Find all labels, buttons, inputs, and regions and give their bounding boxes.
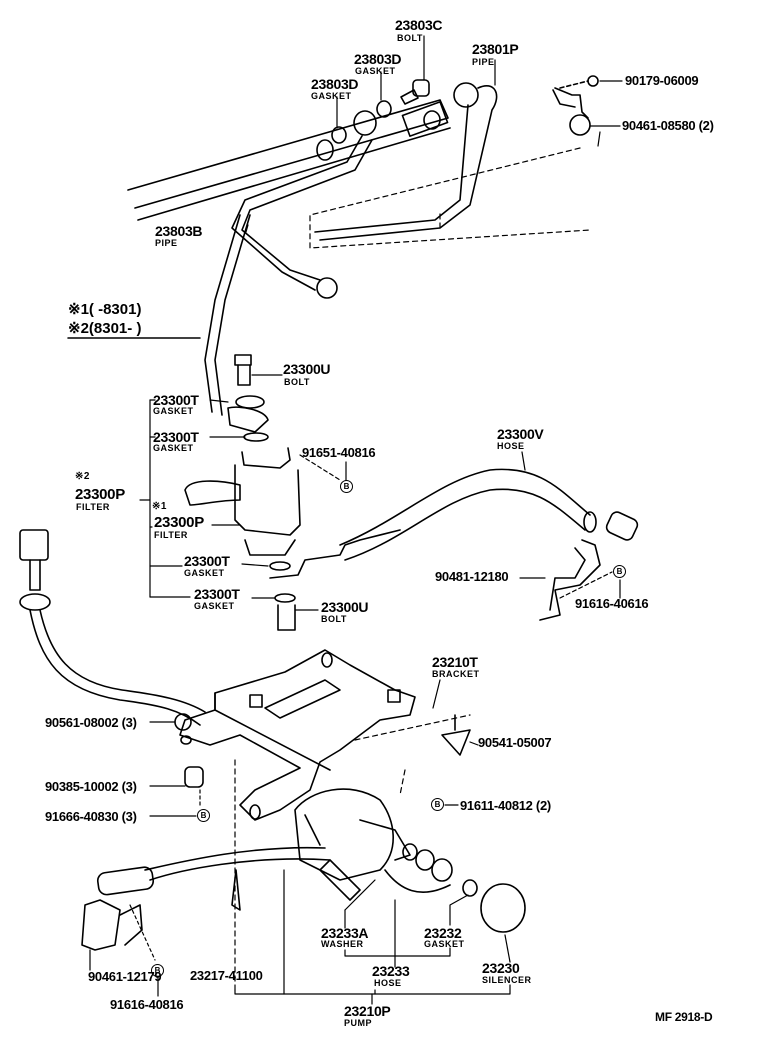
part-name: GASKET (194, 601, 235, 611)
part-number: 23300U (321, 599, 369, 615)
part-number: 23300T (194, 586, 240, 602)
part-name: GASKET (355, 66, 396, 76)
part-number: 23801P (472, 41, 519, 57)
part-number: 90385-10002 (3) (45, 779, 137, 794)
part-name: BRACKET (432, 669, 480, 679)
part-number: 23210T (432, 654, 478, 670)
pipe-23803b (204, 135, 373, 416)
filter-assembly (184, 354, 401, 631)
part-number: 23803D (311, 76, 359, 92)
part-number: 91666-40830 (3) (45, 809, 137, 824)
leader-lines-top (245, 35, 623, 233)
screw-90541 (441, 714, 471, 756)
part-name: BOLT (284, 377, 310, 387)
note-star-2: ※2 (75, 471, 90, 482)
bolt-23803c (400, 79, 430, 105)
sensor-cable (19, 529, 206, 726)
part-name: SILENCER (482, 975, 532, 985)
part-number: 23803B (155, 223, 203, 239)
leader-lines-filter (139, 374, 621, 611)
part-name: GASKET (153, 443, 194, 453)
hose-23300v (339, 468, 639, 561)
part-name: GASKET (311, 91, 352, 101)
note-2: ※2(8301- ) (68, 320, 142, 337)
part-name: GASKET (153, 406, 194, 416)
part-number: 23233 (372, 963, 410, 979)
part-number: 23300T (184, 553, 230, 569)
fastener-marker-b: B (340, 480, 353, 493)
part-number: 23230 (482, 960, 520, 976)
part-number: 91651-40816 (302, 445, 376, 460)
part-number: 90179-06009 (625, 73, 699, 88)
part-number: 90561-08002 (3) (45, 715, 137, 730)
leader-lines-bottom (89, 679, 511, 1005)
part-name: FILTER (76, 502, 110, 512)
gasket-23803d-upper (376, 100, 392, 118)
part-number: 91616-40616 (575, 596, 649, 611)
part-name: HOSE (374, 978, 402, 988)
fuel-rail (127, 99, 451, 221)
part-number: 90461-12179 (88, 969, 162, 984)
clamp-90461-08580 (552, 87, 591, 136)
pipe-23801p (314, 82, 498, 241)
part-number: 23300U (283, 361, 331, 377)
part-number: 23300T (153, 429, 199, 445)
part-number: 91611-40812 (2) (460, 798, 551, 813)
part-number: 91616-40816 (110, 997, 184, 1012)
figure-code: MF 2918-D (655, 1010, 713, 1024)
part-number: 90541-05007 (478, 735, 552, 750)
bracket-23210t (179, 649, 416, 821)
part-number: 90461-08580 (2) (622, 118, 714, 133)
part-number: 23803C (395, 17, 443, 33)
part-number: 23232 (424, 925, 462, 941)
part-number: 23300T (153, 392, 199, 408)
part-number: 23300V (497, 426, 544, 442)
pump-23210p (96, 788, 526, 933)
part-number: 23300P (75, 486, 125, 503)
part-number: 23803D (354, 51, 402, 67)
part-name: BOLT (321, 614, 347, 624)
part-number: 23210P (344, 1003, 391, 1019)
fastener-marker-b: B (613, 565, 626, 578)
note-star-1: ※1 (152, 501, 167, 512)
part-name: WASHER (321, 939, 364, 949)
clamp-90461-12179 (81, 899, 143, 951)
gasket-23803d-lower (331, 126, 347, 144)
collar-90385 (184, 766, 204, 788)
part-name: FILTER (154, 530, 188, 540)
fastener-marker-b: B (151, 964, 164, 977)
part-name: PUMP (344, 1018, 373, 1028)
nut-90179 (587, 75, 599, 87)
part-name: GASKET (424, 939, 465, 949)
part-number: 23217-41100 (190, 968, 263, 983)
part-number: 23300P (154, 514, 204, 531)
part-name: GASKET (184, 568, 225, 578)
part-name: PIPE (155, 238, 178, 248)
clamp-90481-12180 (539, 539, 601, 621)
note-1: ※1( -8301) (68, 301, 142, 318)
part-number: 90481-12180 (435, 569, 509, 584)
part-name: BOLT (397, 33, 423, 43)
part-name: PIPE (472, 57, 495, 67)
fastener-marker-b: B (431, 798, 444, 811)
fastener-marker-b: B (197, 809, 210, 822)
part-number: 23233A (321, 925, 369, 941)
part-name: HOSE (497, 441, 525, 451)
